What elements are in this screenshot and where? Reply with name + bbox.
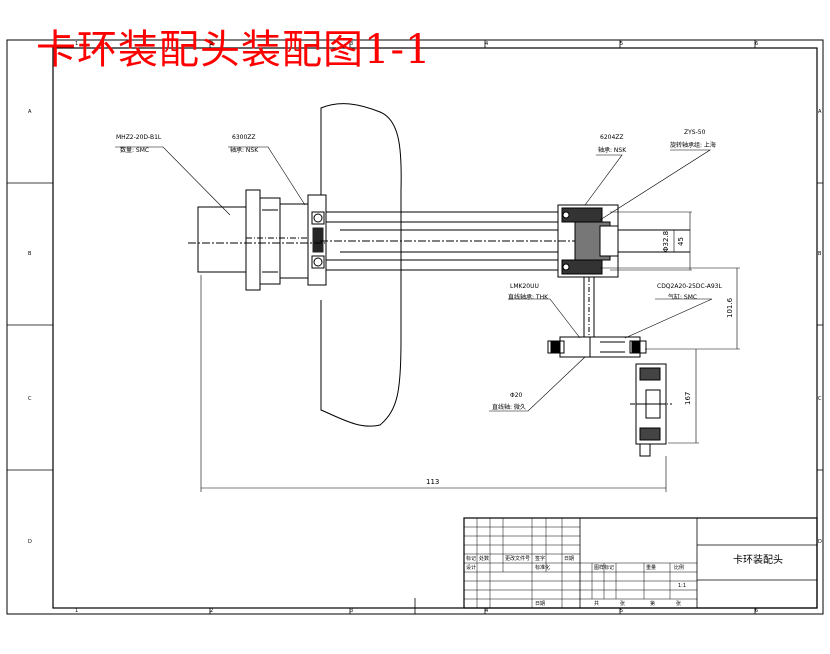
zone-top-2: 2: [210, 41, 214, 47]
callout-part-linear-shaft: Φ20: [510, 392, 523, 399]
machine-plate: [320, 103, 402, 427]
drawing-frame: [52, 47, 818, 609]
right-rotary-head: [557, 204, 690, 278]
dimension-d3: 101.6: [726, 297, 734, 318]
left-bearing-housing: [307, 194, 327, 286]
zone-top-5: 5: [620, 41, 624, 47]
left-gripper: [188, 189, 325, 291]
zone-side-d-right: D: [818, 539, 822, 545]
callout-note-rotary: 旋转轴承组: 上海: [670, 142, 716, 149]
dimension-d1: Φ32.8: [662, 230, 670, 252]
tb-header-date: 日期: [564, 556, 575, 562]
tb-stage-mark: 图样标记: [594, 565, 615, 571]
zone-top-4: 4: [485, 41, 489, 47]
callout-part-gripper: MHZ2-20D-B1L: [116, 134, 162, 141]
sheet-outer-border: [6, 39, 824, 615]
zone-bottom-2: 2: [210, 608, 214, 614]
tb-header-change-doc: 更改文件号: [505, 556, 531, 562]
callout-note-gripper: 数量: SMC: [120, 147, 150, 154]
zone-ticks: [7, 40, 823, 614]
tb-total: 共: [594, 601, 600, 607]
zone-top-3: 3: [350, 41, 354, 47]
tb-sheets: 张: [620, 601, 626, 607]
tb-header-mark: 标记: [466, 556, 477, 562]
leader-lines: [115, 146, 713, 412]
zone-side-c-right: C: [818, 396, 822, 402]
dimension-d4: 167: [684, 391, 692, 405]
drawing-title: 卡环装配头装配图1-1: [36, 27, 432, 73]
zone-side-d: D: [28, 539, 32, 545]
zone-bottom-5: 5: [620, 608, 624, 614]
vertical-cylinder: [547, 276, 647, 358]
zone-bottom-3: 3: [350, 608, 354, 614]
tb-scale-value: 1:1: [678, 583, 687, 589]
zone-bottom-4: 4: [485, 608, 489, 614]
zone-side-c: C: [28, 396, 32, 402]
tb-standardization: 标准化: [535, 565, 551, 571]
callout-note-linear-bearing: 直线轴承: THK: [508, 294, 549, 301]
callout-note-bearing-right: 轴承: NSK: [598, 147, 627, 154]
tb-header-sign: 签字: [535, 556, 546, 562]
tb-scale-label: 比例: [674, 565, 685, 571]
zone-side-a-right: A: [818, 109, 822, 115]
zone-side-b: B: [28, 251, 32, 257]
tb-design: 设计: [466, 565, 477, 571]
zone-bottom-1: 1: [75, 608, 79, 614]
title-block: [463, 517, 818, 609]
tb-sheet: 张: [676, 601, 682, 607]
callout-part-linear-bearing: LMK20UU: [510, 283, 539, 290]
zone-side-a: A: [28, 109, 32, 115]
dimension-overall: 113: [426, 478, 440, 486]
clamp-jaw: [630, 363, 672, 457]
dimension-d2: 45: [677, 237, 685, 246]
tb-date: 日期: [535, 601, 546, 607]
zone-top-6: 6: [755, 41, 759, 47]
callout-part-bearing-right: 6204ZZ: [600, 134, 624, 141]
tb-sheet-no: 第: [650, 601, 656, 607]
zone-bottom-6: 6: [755, 608, 759, 614]
zone-top-1: 1: [75, 41, 79, 47]
tb-header-count: 处数: [479, 556, 490, 562]
callout-part-rotary: ZYS-50: [684, 129, 706, 136]
callout-note-linear-shaft: 直线轴: 微久: [492, 404, 526, 411]
callout-part-cylinder: CDQ2A20-25DC-A93L: [657, 283, 722, 290]
lower-bearings: [550, 340, 641, 354]
callout-part-bearing-left: 6300ZZ: [232, 134, 256, 141]
callout-note-cylinder: 气缸: SMC: [668, 294, 698, 301]
drawing-name: 卡环装配头: [733, 555, 783, 566]
callout-note-bearing-left: 轴承: NSK: [230, 147, 259, 154]
tb-weight: 重量: [646, 565, 657, 571]
dimension-lines: [200, 211, 740, 492]
zone-side-b-right: B: [818, 251, 822, 257]
